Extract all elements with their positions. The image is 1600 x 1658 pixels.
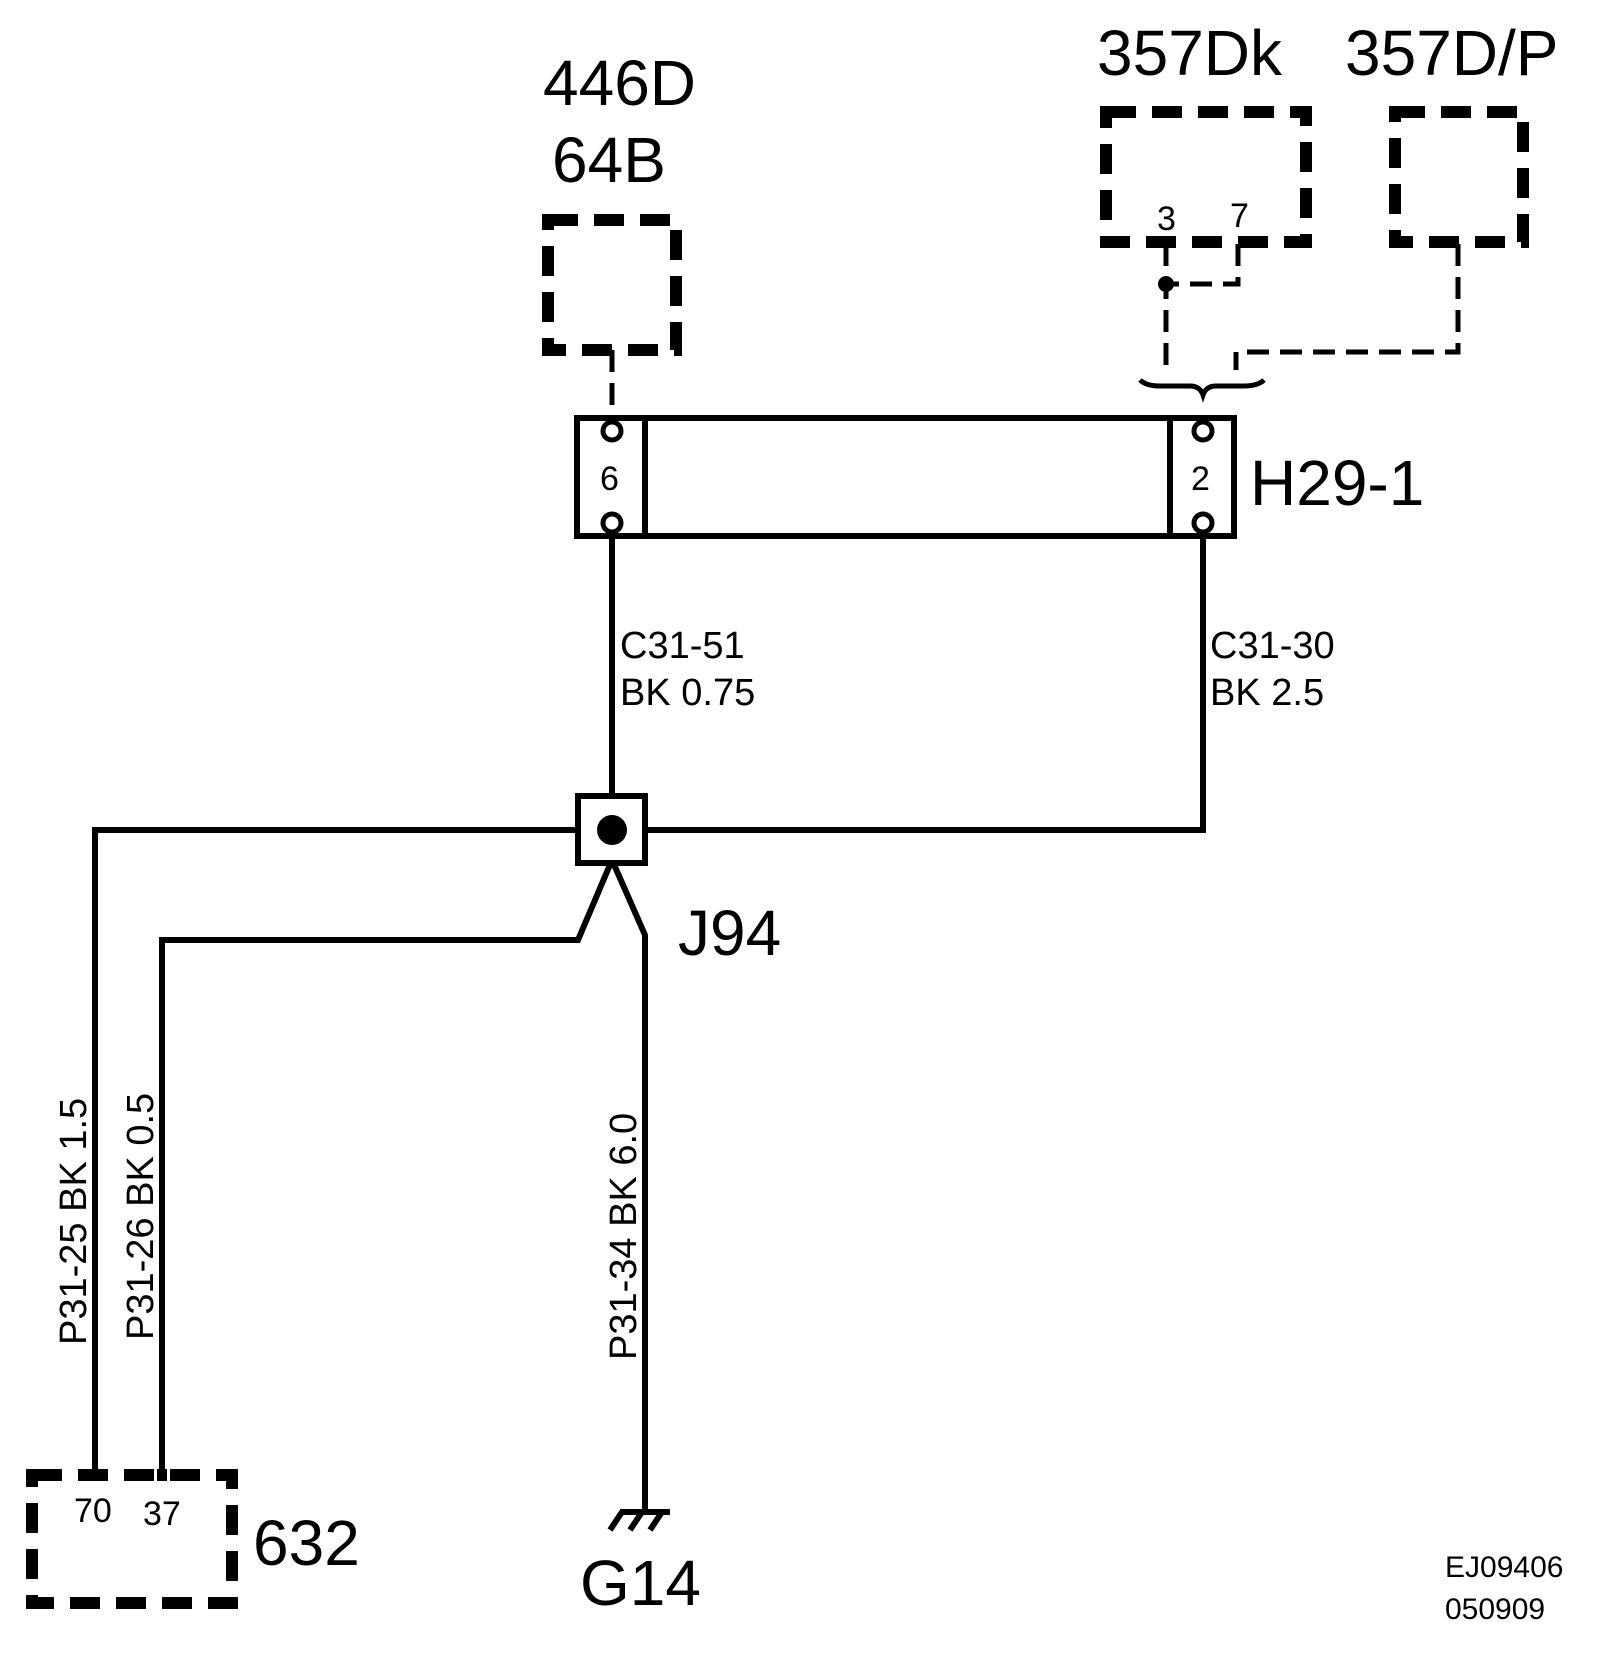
connector-h29-1: 6 2 H29-1 <box>574 415 1424 539</box>
connector-h29-1-body <box>574 415 1237 539</box>
ground-g14: G14 <box>580 1509 701 1619</box>
component-357dk: 357Dk 3 7 <box>1097 17 1312 248</box>
wire-p31-25 <box>92 827 578 1475</box>
component-632: 70 37 632 <box>26 1469 360 1609</box>
component-632-pin-37-label: 37 <box>143 1495 181 1533</box>
wire-p31-34-label: P31-34 BK 6.0 <box>603 1113 645 1360</box>
component-632-label: 632 <box>253 1507 360 1579</box>
splice-j94: J94 <box>575 793 781 969</box>
splice-j94-dot <box>597 815 627 845</box>
wire-p31-26 <box>159 858 615 1475</box>
diagram-date: 050909 <box>1445 1593 1545 1626</box>
connector-h29-1-pin-2-bottom <box>1191 511 1215 535</box>
wire-c31-30-spec: BK 2.5 <box>1210 672 1324 714</box>
wire-labels: C31-51 BK 0.75 C31-30 BK 2.5 P31-25 BK 1… <box>53 625 1335 1360</box>
option-bracket <box>1138 378 1266 403</box>
wire-c31-30-id: C31-30 <box>1210 625 1335 667</box>
ground-g14-label: G14 <box>580 1547 701 1619</box>
dash-wire-357dk-pin-7 <box>1166 244 1241 287</box>
component-446d-64b: 446D 64B <box>542 47 696 356</box>
ground-g14-tick-3 <box>647 1510 665 1532</box>
connector-h29-1-pin-2-top <box>1191 419 1215 443</box>
connector-h29-1-pin-6-bottom <box>600 511 624 535</box>
component-446d-box <box>542 214 682 356</box>
connector-h29-1-pin-6-top <box>600 419 624 443</box>
dashed-optional-wires <box>609 244 1461 418</box>
solid-wires <box>92 532 1206 1512</box>
wire-p31-34 <box>609 858 648 1512</box>
diagram-code: EJ09406 <box>1445 1551 1563 1584</box>
ground-g14-tick-1 <box>607 1510 625 1532</box>
component-357dp-box <box>1389 106 1529 248</box>
component-357dk-pin-3: 3 <box>1157 200 1176 238</box>
component-632-box <box>26 1469 238 1609</box>
wire-c31-51-id: C31-51 <box>620 625 745 667</box>
ground-g14-tick-2 <box>627 1510 645 1532</box>
component-64b-label: 64B <box>552 124 666 196</box>
diagram-reference: EJ09406 050909 <box>1445 1551 1563 1626</box>
component-357dp: 357D/P <box>1345 17 1558 248</box>
connector-h29-1-pin-2-label: 2 <box>1191 460 1210 498</box>
dash-wire-357dp <box>1233 244 1461 370</box>
connector-h29-1-label: H29-1 <box>1250 447 1424 519</box>
component-357dk-box <box>1100 106 1312 248</box>
component-632-pin-70-label: 70 <box>74 1492 112 1530</box>
splice-dot-357dk <box>1158 276 1174 292</box>
wire-p31-26-label: P31-26 BK 0.5 <box>120 1093 162 1340</box>
splice-j94-label: J94 <box>678 897 781 969</box>
connector-h29-1-pin-6-label: 6 <box>600 460 619 498</box>
wire-p31-25-label: P31-25 BK 1.5 <box>53 1098 95 1345</box>
wire-c31-51-spec: BK 0.75 <box>620 672 755 714</box>
component-357dk-label: 357Dk <box>1097 17 1283 89</box>
wire-c31-30 <box>645 532 1206 833</box>
component-357dk-pin-7: 7 <box>1230 197 1249 235</box>
component-446d-label: 446D <box>543 47 696 119</box>
component-357dp-label: 357D/P <box>1345 17 1558 89</box>
